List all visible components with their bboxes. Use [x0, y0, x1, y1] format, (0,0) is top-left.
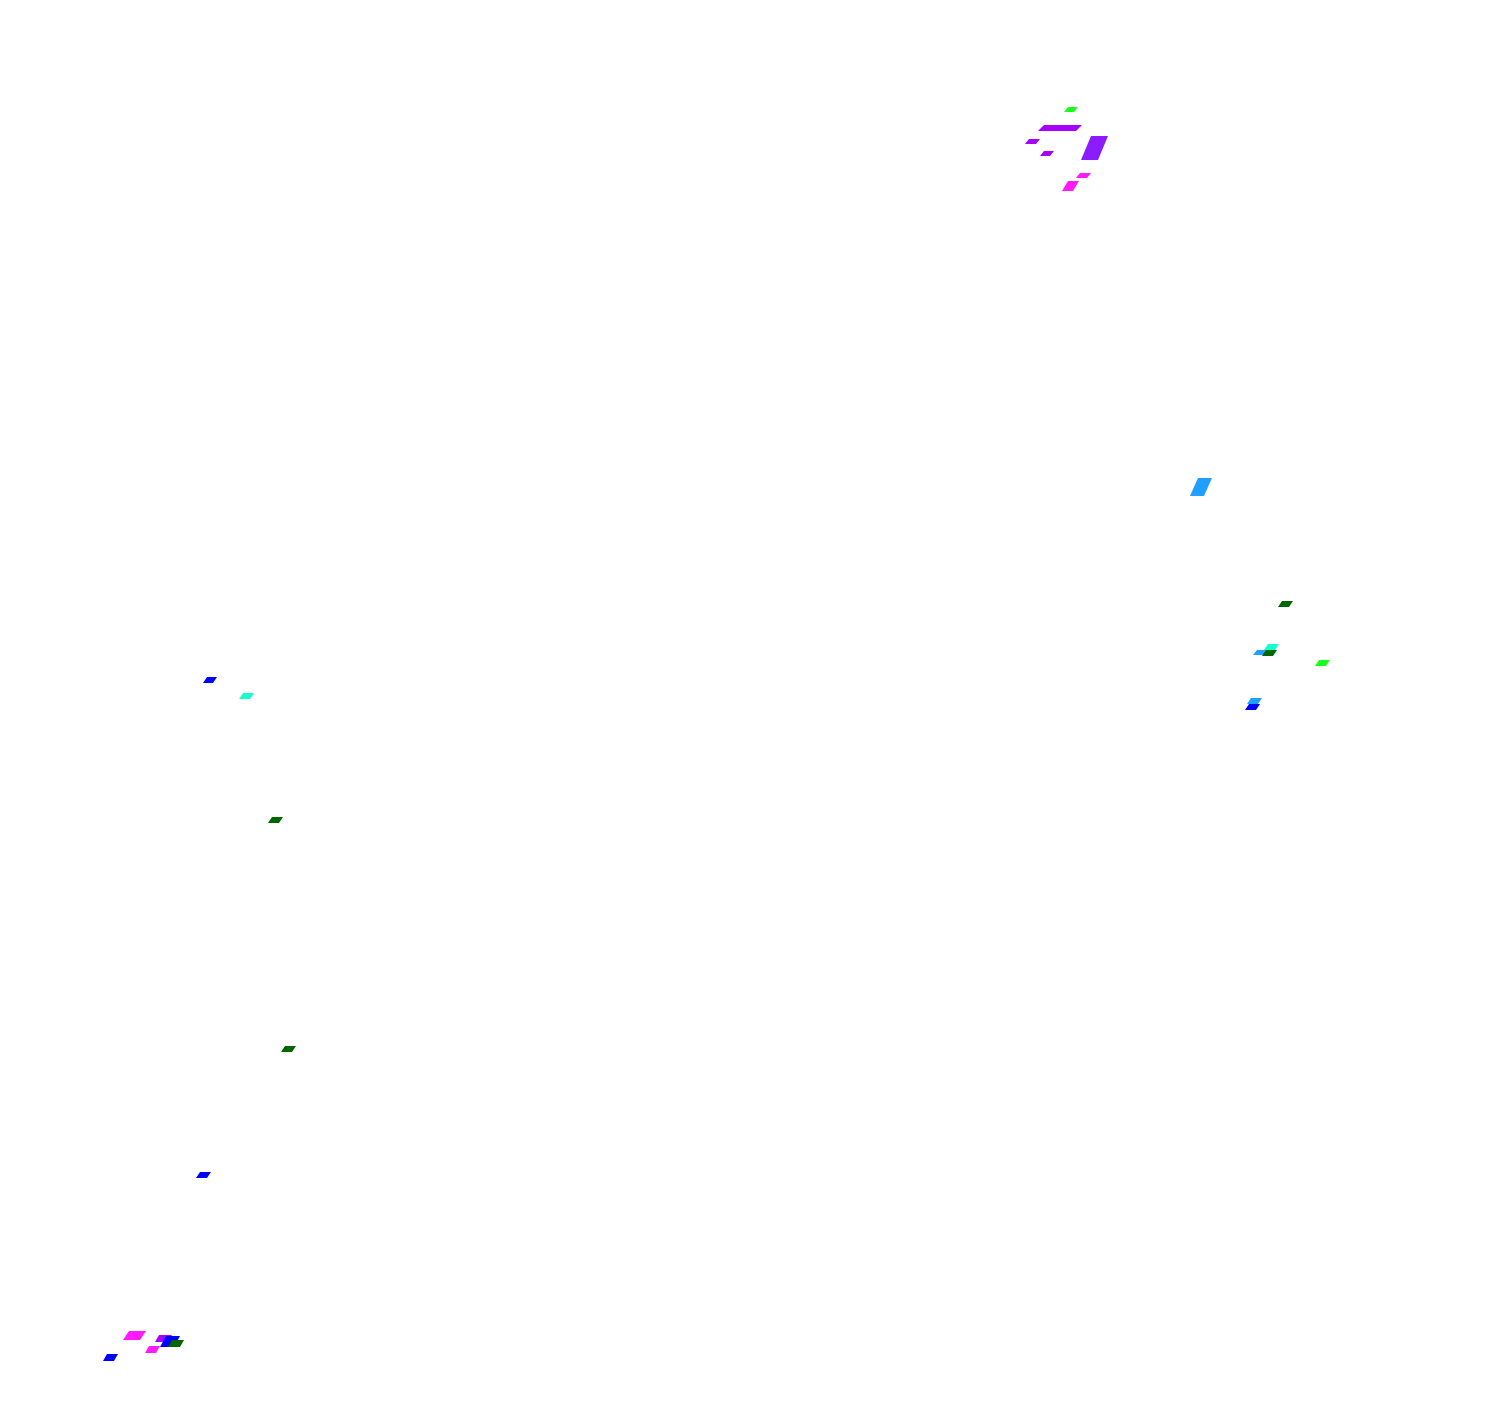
color-speckle — [1190, 478, 1212, 496]
color-speckle — [1264, 644, 1279, 650]
color-speckle — [1025, 139, 1040, 144]
color-speckle — [1038, 125, 1082, 131]
color-speckle — [1278, 601, 1293, 607]
color-speckle — [123, 1331, 146, 1340]
color-speckle — [1076, 173, 1091, 178]
color-speckle — [1315, 660, 1330, 666]
color-speckle — [1247, 698, 1262, 704]
color-speckle — [203, 677, 217, 683]
color-speckle — [196, 1172, 211, 1178]
color-speckle — [168, 1340, 184, 1347]
color-speckle — [103, 1354, 118, 1361]
color-speckle — [268, 817, 283, 823]
color-speckle — [1262, 650, 1277, 656]
color-speckle — [1245, 704, 1260, 710]
color-speckle — [239, 693, 254, 699]
color-speckle — [281, 1046, 296, 1052]
color-speckle — [1081, 136, 1108, 160]
color-speckle — [1064, 107, 1078, 112]
color-speckle — [1040, 151, 1054, 156]
color-speckle — [145, 1346, 160, 1353]
color-speckle — [1062, 181, 1079, 191]
